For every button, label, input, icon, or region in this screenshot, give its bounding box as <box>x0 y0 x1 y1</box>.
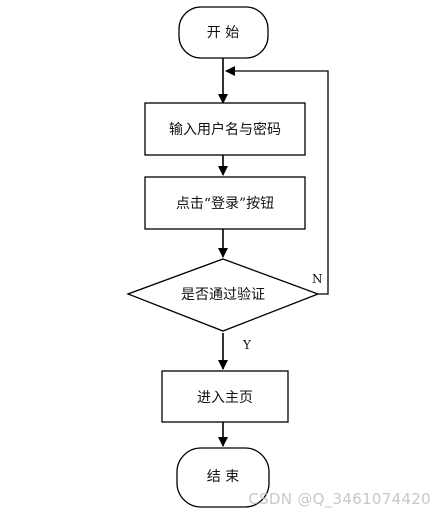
input-process-box <box>144 102 306 156</box>
click-process-box <box>144 176 306 230</box>
end-label: 结 束 <box>207 469 239 485</box>
input-process-label: 输入用户名与密码 <box>169 121 281 138</box>
watermark-text: CSDN @Q_3461074420 <box>248 490 431 508</box>
decision-label: 是否通过验证 <box>181 287 265 303</box>
edge-decision-no-loop <box>225 66 329 295</box>
no-branch-label: N <box>312 272 323 286</box>
start-terminator <box>178 6 269 59</box>
home-process-label: 进入主页 <box>197 390 253 406</box>
end-terminator <box>176 447 270 508</box>
start-label: 开 始 <box>207 25 239 41</box>
home-process-box <box>161 370 289 423</box>
decision-diamond <box>126 258 320 332</box>
yes-branch-label: Y <box>242 338 252 352</box>
click-process-label: 点击“登录”按钮 <box>176 196 274 212</box>
